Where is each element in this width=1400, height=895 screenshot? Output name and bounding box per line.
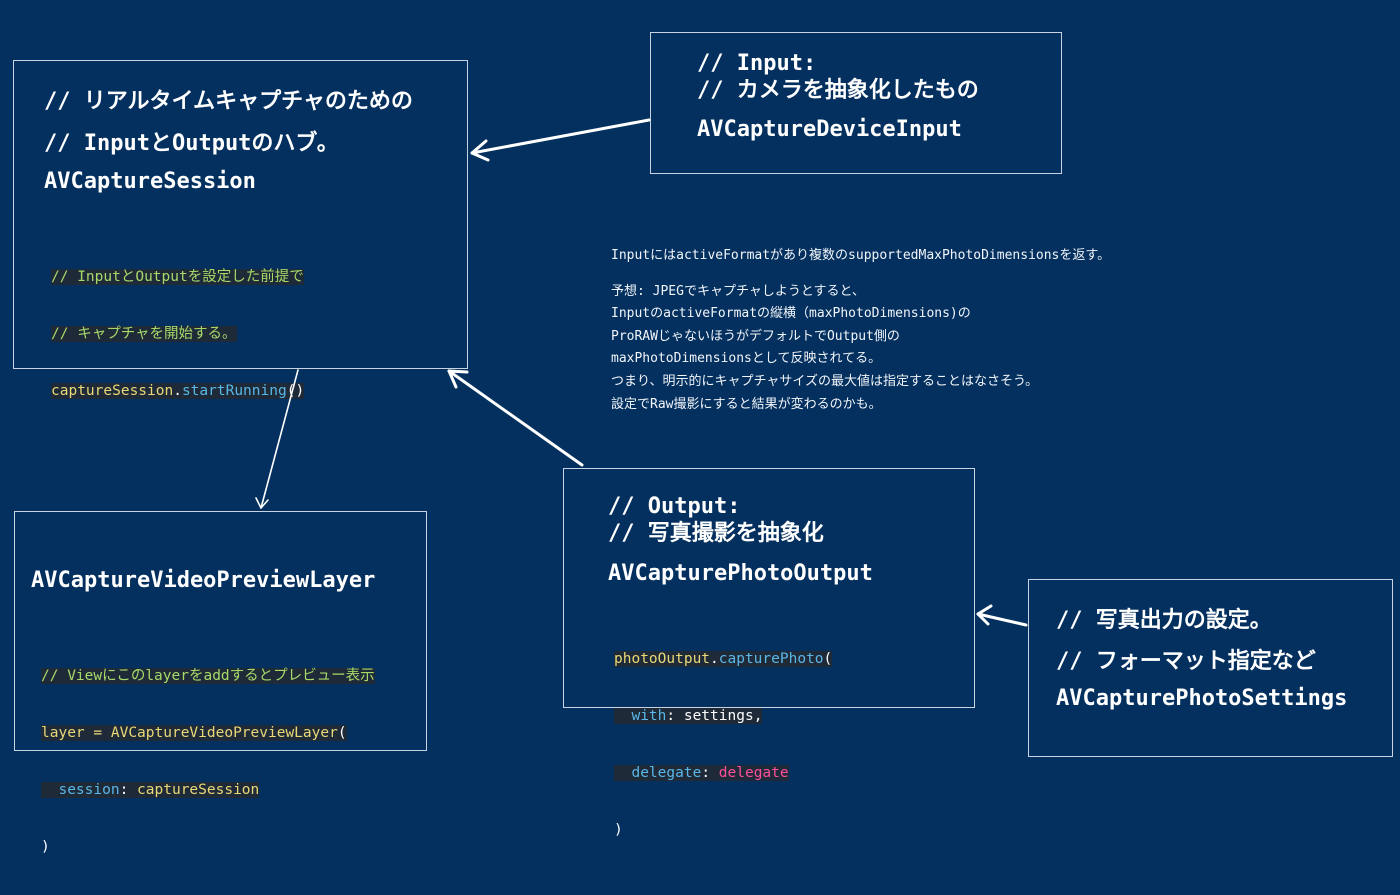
output-code: photoOutput.capturePhoto( with: settings… [614,612,833,878]
connector-arrows [255,118,1028,627]
session-box: // リアルタイムキャプチャのための // InputとOutputのハブ。 A… [13,60,468,399]
output-code-close: ) [614,822,623,838]
settings-box: // 写真出力の設定。 // フォーマット指定など AVCapturePhoto… [1028,579,1393,757]
arrow-settings-to-output-head [976,604,993,626]
session-class-name: AVCaptureSession [44,169,256,194]
output-class-name: AVCapturePhotoOutput [608,561,873,586]
settings-comment-1: // 写真出力の設定。 [1056,608,1272,633]
output-box: // Output: // 写真撮影を抽象化 AVCapturePhotoOut… [563,468,975,838]
output-code-value-settings: : settings, [666,708,763,724]
session-code: // InputとOutputを設定した前提で // キャプチャを開始する。 c… [51,230,305,439]
output-code-param-delegate: delegate [631,765,702,781]
input-comment-2: // カメラを抽象化したもの [697,78,979,103]
note-line-4: ProRAWじゃないほうがデフォルトでOutput側の [611,328,900,344]
session-comment-1: // リアルタイムキャプチャのための [44,89,413,114]
arrow-input-to-session [470,118,651,155]
preview-code-fn: AVCaptureVideoPreviewLayer [110,725,338,741]
output-code-colon: : [701,765,719,781]
preview-code-eq: = [84,725,111,741]
note-line-5: maxPhotoDimensionsとして反映されてる。 [611,351,882,367]
input-class-name: AVCaptureDeviceInput [697,117,962,142]
output-comment-2: // 写真撮影を抽象化 [608,521,824,546]
session-code-dot: . [173,383,182,399]
arrow-settings-to-output [976,612,1028,627]
arrow-input-to-session-head [470,139,490,162]
preview-class-name: AVCaptureVideoPreviewLayer [31,568,376,593]
preview-code-paren: ( [337,725,347,741]
note-line-3: InputのactiveFormatの縦横（maxPhotoDimensions… [611,306,971,322]
settings-class-name: AVCapturePhotoSettings [1056,686,1348,711]
output-code-value-delegate: delegate [718,765,789,781]
note-line-2: 予想: JPEGでキャプチャしようとすると、 [611,283,865,299]
preview-code-close: ) [41,839,50,855]
output-code-fn: capturePhoto [718,651,824,667]
note-line-6: つまり、明示的にキャプチャサイズの最大値は指定することはなさそう。 [611,373,1039,389]
arrow-session-to-preview-head [255,497,269,509]
output-code-var: photoOutput [614,651,711,667]
output-code-param-with: with [631,708,667,724]
output-comment-1: // Output: [608,494,741,519]
arrow-output-to-session [447,369,584,467]
notes-text: InputにはactiveFormatがあり複数のsupportedMaxPho… [611,245,1110,416]
preview-code-comment: // Viewにこのlayerをaddするとプレビュー表示 [41,668,375,684]
session-comment-2: // InputとOutputのハブ。 [44,131,339,156]
session-code-var: captureSession [51,383,174,399]
preview-code-var: layer [41,725,85,741]
settings-comment-2: // フォーマット指定など [1056,649,1316,674]
session-code-comment-1: // InputとOutputを設定した前提で [51,269,304,285]
arrow-session-to-preview [260,369,299,509]
note-line-1: InputにはactiveFormatがあり複数のsupportedMaxPho… [611,248,1111,263]
input-comment-1: // Input: [697,51,817,76]
input-box: // Input: // カメラを抽象化したもの AVCaptureDevice… [650,32,1062,174]
session-code-comment-2: // キャプチャを開始する。 [51,326,237,342]
session-code-fn: startRunning [181,383,287,399]
note-line-7: 設定でRaw撮影にすると結果が変わるのかも。 [611,396,882,412]
output-code-paren: ( [823,651,833,667]
output-code-dot: . [710,651,719,667]
arrow-output-to-session-head [447,369,469,389]
